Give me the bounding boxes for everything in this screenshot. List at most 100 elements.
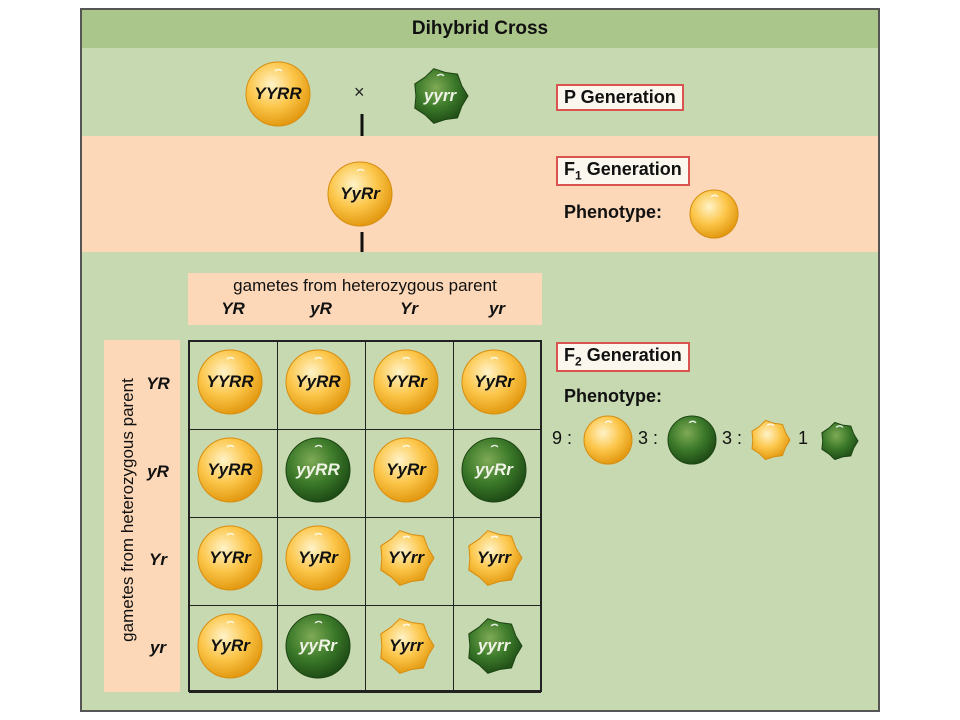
pea-yellow-wrinkled [748,418,792,462]
genotype-label: YyRr [340,184,380,203]
pea-icon [821,421,859,461]
pea-icon [751,419,791,461]
pea-yellow-round: YyRr [372,436,440,504]
pea-icon [327,161,393,227]
column-header: yr [488,299,506,318]
pea-icon [468,530,523,586]
pea-icon [373,349,439,415]
cross-symbol: × [354,82,365,102]
ratio-value: 9 : [552,428,573,448]
pea-green-round: yyRr [460,436,528,504]
f2-label-rest: Generation [581,345,682,365]
pea-yellow-round: YyRr [326,160,394,228]
pea-yellow-round: YYRr [196,524,264,592]
pea-icon [197,437,263,503]
left-gamete-header: gametes from heterozygous parent [104,340,180,692]
pea-yellow-round: YyRr [196,612,264,680]
f1-generation-band [82,136,878,252]
f1-phenotype-label: Phenotype: [564,202,663,222]
genotype-label: YYRR [254,84,302,103]
pea-icon [285,437,351,503]
genotype-label: YyRr [298,548,338,567]
genotype-label: yyRr [475,460,513,479]
pea-yellow-round [688,188,740,240]
pea-icon [285,613,351,679]
ratio-value: 3 : [722,428,743,448]
pea-yellow-wrinkled: YYrr [376,528,436,588]
pea-yellow-wrinkled: Yyrr [376,616,436,676]
genotype-label: YyRr [210,636,250,655]
pea-yellow-round: YyRR [284,348,352,416]
pea-icon [461,349,527,415]
genotype-label: yyRr [299,636,337,655]
genotype-label: yyRR [296,460,340,479]
pea-icon [583,415,633,465]
pea-icon [285,349,351,415]
punnett-cell [453,605,541,693]
pea-green-wrinkled [818,420,860,462]
pea-icon [468,618,523,674]
pea-yellow-round: YYRR [244,60,312,128]
pea-icon [197,613,263,679]
genotype-label: yyrr [477,636,511,655]
pea-green-round: yyRr [284,612,352,680]
row-header: YR [146,374,170,393]
pea-icon [689,189,739,239]
pea-yellow-round: YYRr [372,348,440,416]
p-generation-label: P Generation [556,84,684,111]
pea-yellow-wrinkled: Yyrr [464,528,524,588]
pea-icon [245,61,311,127]
f2-generation-label: F2 Generation [556,342,690,372]
f2-label-subscript: 2 [575,354,582,369]
row-header: Yr [149,550,167,569]
f2-label-letter: F [564,345,575,365]
ratio-value: 3 : [638,428,659,448]
p-generation-band [82,48,878,136]
genotype-label: Yyrr [476,548,512,567]
genotype-label: yyrr [423,86,457,105]
genotype-label: YyRr [474,372,514,391]
pea-icon [461,437,527,503]
genotype-label: YYRR [206,372,254,391]
pea-icon [197,525,263,591]
top-gamete-header-text: gametes from heterozygous parent [233,276,497,295]
genotype-label: YyRr [386,460,426,479]
pea-green-wrinkled: yyrr [410,66,470,126]
top-gamete-header: gametes from heterozygous parent YR yR Y… [188,273,542,325]
left-gamete-header-text: gametes from heterozygous parent [118,378,137,642]
pea-yellow-round: YyRr [460,348,528,416]
pea-icon [414,68,469,124]
genotype-label: YyRR [295,372,341,391]
column-header: Yr [400,299,418,318]
genotype-label: YyRR [207,460,253,479]
f1-label-letter: F [564,159,575,179]
figure-title: Dihybrid Cross [82,10,878,49]
row-header: yR [147,462,169,481]
pea-green-round [666,414,718,466]
pea-green-round: yyRR [284,436,352,504]
ratio-value: 1 [798,428,809,448]
f1-generation-label: F1 Generation [556,156,690,186]
f1-label-rest: Generation [581,159,682,179]
pea-icon [667,415,717,465]
pea-yellow-round: YyRr [284,524,352,592]
pea-icon [380,618,435,674]
column-header: YR [221,299,245,318]
genotype-label: Yyrr [388,636,424,655]
p-generation-text: P Generation [564,87,676,107]
f1-label-subscript: 1 [575,168,582,183]
pea-yellow-round: YyRR [196,436,264,504]
pea-icon [285,525,351,591]
row-header: yr [149,638,167,657]
genotype-label: YYRr [209,548,251,567]
pea-green-wrinkled: yyrr [464,616,524,676]
pea-icon [380,530,435,586]
f2-phenotype-label: Phenotype: [564,386,663,406]
pea-icon [197,349,263,415]
pea-yellow-round [582,414,634,466]
column-header: yR [310,299,332,318]
pea-icon [373,437,439,503]
genotype-label: YYRr [385,372,427,391]
genotype-label: YYrr [388,548,424,567]
pea-yellow-round: YYRR [196,348,264,416]
